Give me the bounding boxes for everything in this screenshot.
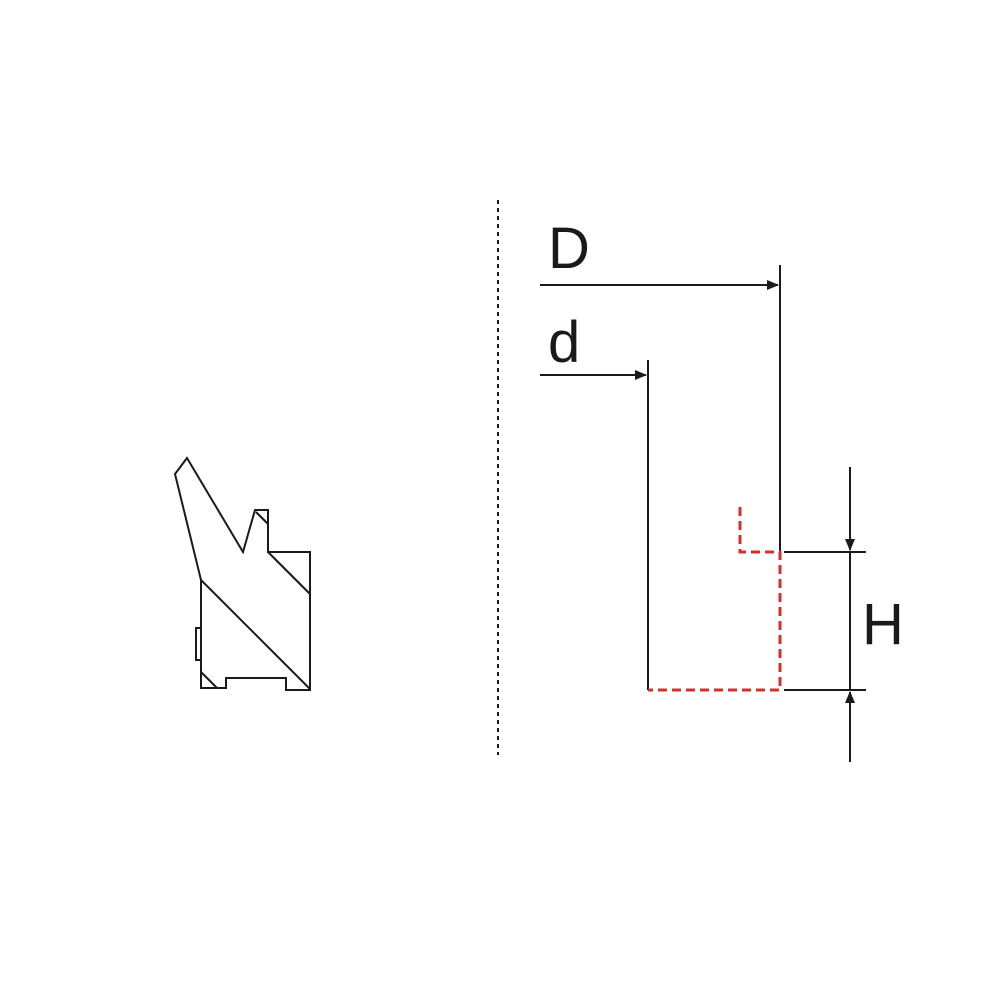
housing-profile (648, 507, 782, 692)
seal-hatch-line (200, 671, 218, 689)
seal-cross-section (173, 456, 311, 691)
seal-hatch-line (200, 579, 311, 690)
inner-diameter-label: d (548, 310, 580, 375)
seal-hatch-line (267, 551, 311, 595)
height-dimension (784, 467, 866, 762)
outer-diameter-label: D (548, 216, 590, 281)
seal-hatch-line (255, 511, 269, 525)
seal-outline (173, 456, 311, 691)
outer-diameter-dimension: D (540, 216, 781, 552)
height-label: H (862, 592, 904, 657)
seal-lip-bump (195, 627, 201, 661)
inner-diameter-dimension: d (540, 310, 649, 690)
